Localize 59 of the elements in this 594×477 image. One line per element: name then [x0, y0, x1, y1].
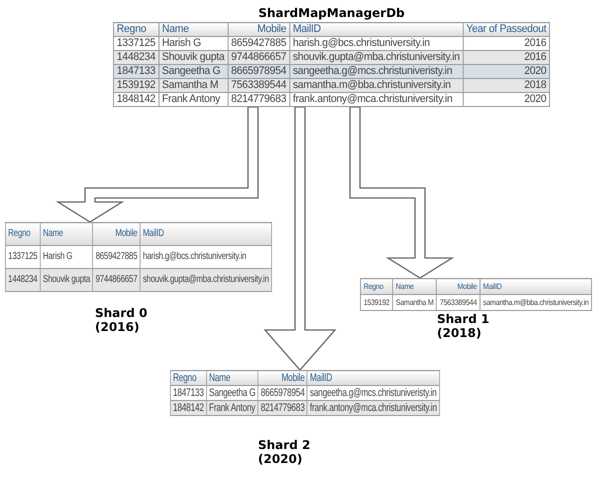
- column-header: Regno: [5, 222, 40, 246]
- table-cell: 1848142: [170, 400, 206, 416]
- table-cell: Shouvik gupta: [40, 268, 93, 292]
- table-cell: 8665978954: [228, 64, 290, 78]
- column-header: MailID: [140, 222, 272, 246]
- column-header: Name: [392, 278, 437, 294]
- column-header: MailID: [290, 22, 463, 36]
- data-table: [170, 370, 440, 416]
- table-cell: 8214779683: [228, 92, 290, 106]
- table-cell: 1847133: [113, 64, 159, 78]
- table-cell: samantha.m@bba.christuniversity.in: [290, 78, 463, 92]
- block-arrow: [264, 106, 336, 371]
- column-header: Name: [40, 222, 93, 246]
- shard-caption: Shard 1 (2018): [437, 312, 490, 340]
- column-header: Mobile: [258, 370, 308, 386]
- table-cell: frank.antony@mca.christuniversity.in: [307, 400, 440, 416]
- table-cell: 2020: [462, 92, 550, 106]
- table-cell: 2020: [462, 64, 550, 78]
- table-cell: Frank Antony: [158, 92, 228, 106]
- block-arrow: [349, 106, 454, 279]
- table-cell: Sangeetha G: [158, 64, 228, 78]
- table-cell: sangeetha.g@mcs.christuniveristy.in: [290, 64, 463, 78]
- column-header: Regno: [113, 22, 159, 36]
- column-header: Regno: [360, 278, 393, 294]
- data-table: [5, 222, 272, 292]
- table-cell: samantha.m@bba.christuniversity.in: [480, 294, 592, 310]
- column-header: Name: [206, 370, 258, 386]
- column-header: Regno: [170, 370, 206, 386]
- table-cell: 7563389544: [228, 78, 290, 92]
- table-cell: 9744866657: [228, 50, 290, 64]
- table-cell: shouvik.gupta@mba.christuniversity.in: [140, 268, 272, 292]
- column-header: MailID: [307, 370, 440, 386]
- data-table: [113, 6, 550, 107]
- shard-caption: Shard 2 (2020): [258, 438, 312, 466]
- column-header: Name: [158, 22, 228, 36]
- table-cell: Samantha M: [158, 78, 228, 92]
- table-cell: frank.antony@mca.christuniversity.in: [290, 92, 463, 106]
- table-cell: Frank Antony: [206, 400, 258, 416]
- table-cell: 1848142: [113, 92, 159, 106]
- table-cell: 1539192: [360, 294, 393, 310]
- table-cell: 1448234: [5, 268, 40, 292]
- shard-caption: Shard 0 (2016): [95, 306, 148, 334]
- column-header: Mobile: [228, 22, 290, 36]
- data-table: [360, 278, 592, 311]
- block-arrow: [56, 106, 259, 223]
- table-cell: 1539192: [113, 78, 159, 92]
- column-header: Mobile: [92, 222, 140, 246]
- table-cell: 2016: [462, 50, 550, 64]
- table-cell: shouvik.gupta@mba.christuniversity.in: [290, 50, 463, 64]
- column-header: MailID: [480, 278, 592, 294]
- table-cell: Shouvik gupta: [158, 50, 228, 64]
- column-header: Mobile: [436, 278, 480, 294]
- table-cell: Samantha M: [392, 294, 437, 310]
- column-header: Year of Passedout: [462, 22, 550, 36]
- table-title: ShardMapManagerDb: [258, 6, 405, 20]
- table-cell: 1448234: [113, 50, 159, 64]
- table-cell: 9744866657: [92, 268, 140, 292]
- table-cell: 2018: [462, 78, 550, 92]
- table-cell: 8214779683: [258, 400, 308, 416]
